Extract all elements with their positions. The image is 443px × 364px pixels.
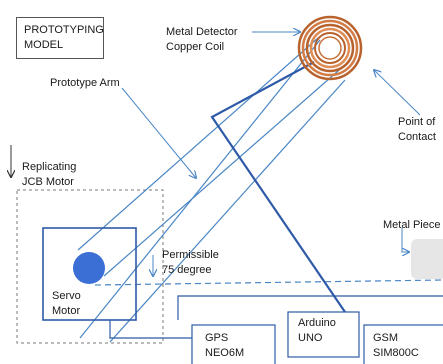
ground-dashed-line xyxy=(94,279,443,286)
coil-label-line2: Copper Coil xyxy=(166,41,225,53)
title-box: PROTOTYPING MODEL xyxy=(16,17,104,59)
servo-pivot xyxy=(73,252,105,284)
copper-coil-icon xyxy=(297,15,363,81)
arm-label: Prototype Arm xyxy=(50,77,120,89)
contact-label-line1: Point of xyxy=(398,116,436,128)
gps-label-line2: NEO6M xyxy=(205,347,245,359)
title-line2: MODEL xyxy=(24,39,64,51)
gsm-label-line2: SIM800C xyxy=(373,347,419,359)
arm-line-lower xyxy=(109,79,346,343)
motor-label-line1: Replicating xyxy=(22,161,77,173)
motor-label-line2: JCB Motor xyxy=(22,176,74,188)
coil-wire xyxy=(210,61,346,313)
metal-piece-label: Metal Piece xyxy=(383,219,441,231)
arduino-top-wire xyxy=(177,295,443,320)
arm-line-a xyxy=(77,37,319,251)
arrow-arm xyxy=(121,87,196,178)
gsm-label-line1: GSM xyxy=(373,332,399,344)
title-line1: PROTOTYPING xyxy=(24,24,104,36)
contact-label-line2: Contact xyxy=(398,131,436,143)
arm-line-upper xyxy=(79,39,321,339)
arduino-box-outline xyxy=(287,311,360,358)
servo-label-line1: Servo xyxy=(52,290,81,302)
coil-label-line1: Metal Detector xyxy=(166,26,238,38)
gps-label-line1: GPS xyxy=(205,332,229,344)
angle-label-line2: 75 degree xyxy=(162,264,212,276)
servo-wire xyxy=(109,320,192,339)
arrow-metal xyxy=(401,228,409,252)
jcb-frame-dashed xyxy=(16,189,164,344)
angle-label-line1: Permissible xyxy=(162,249,219,261)
gps-box-outline xyxy=(191,324,276,364)
servo-label-line2: Motor xyxy=(52,305,81,317)
metal-piece-block xyxy=(411,239,443,279)
arduino-label-line2: UNO xyxy=(298,332,323,344)
arduino-label-line1: Arduino xyxy=(298,317,336,329)
arm-line-b xyxy=(103,63,347,277)
gsm-box-outline xyxy=(363,324,443,364)
arrow-contact xyxy=(374,70,421,116)
servo-box xyxy=(42,227,137,321)
